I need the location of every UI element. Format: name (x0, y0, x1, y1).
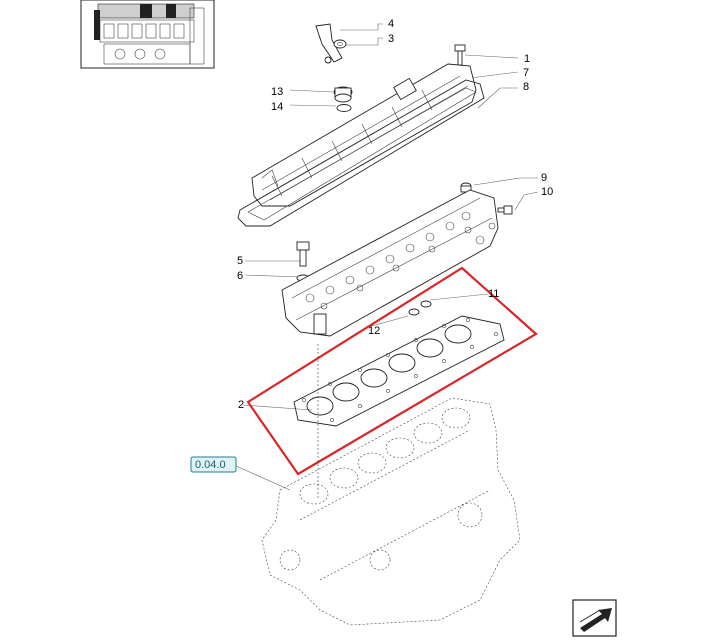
thumbnail-engine-sketch (94, 3, 205, 65)
callout-3[interactable]: 3 (388, 33, 394, 45)
reference-tag[interactable]: 0.04.0 (190, 456, 237, 473)
valve-cover-ribs (271, 89, 433, 197)
callout-6[interactable]: 6 (237, 270, 243, 282)
valve-cover-gasket[interactable] (237, 79, 485, 227)
gasket-bolt-holes (302, 318, 498, 422)
cylinder-head-gasket[interactable] (293, 315, 505, 427)
callout-13[interactable]: 13 (271, 86, 283, 98)
washer-part[interactable] (333, 39, 347, 49)
callout-8[interactable]: 8 (523, 81, 529, 93)
callout-2[interactable]: 2 (238, 399, 244, 411)
callout-4[interactable]: 4 (388, 18, 394, 30)
callout-labels: 4 3 1 7 8 13 14 9 10 5 6 11 12 2 (237, 18, 553, 411)
bracket-part[interactable] (315, 23, 343, 64)
callout-11[interactable]: 11 (488, 288, 499, 300)
head-bolt[interactable] (296, 241, 310, 267)
svg-text:0.04.0: 0.04.0 (195, 459, 226, 471)
engine-block[interactable] (261, 344, 521, 626)
callout-7[interactable]: 7 (523, 67, 529, 79)
arrow-back-icon[interactable] (572, 599, 617, 637)
highlight-frame (246, 266, 538, 476)
o-ring[interactable] (336, 104, 352, 112)
callout-1[interactable]: 1 (524, 53, 530, 65)
callout-12[interactable]: 12 (368, 325, 380, 337)
leader-lines (235, 23, 539, 491)
callout-10[interactable]: 10 (541, 186, 553, 198)
overview-thumbnail[interactable] (80, 0, 215, 69)
small-washer[interactable] (408, 308, 420, 316)
valve-cover[interactable] (251, 63, 477, 207)
callout-14[interactable]: 14 (271, 101, 283, 113)
side-bolt[interactable] (497, 205, 513, 215)
oil-filler-cap[interactable] (333, 86, 353, 103)
cylinder-head[interactable] (281, 189, 499, 337)
cover-bolt[interactable] (454, 44, 466, 66)
valve-springs (305, 211, 472, 310)
small-seal[interactable] (420, 300, 432, 308)
callout-9[interactable]: 9 (541, 172, 547, 184)
callout-5[interactable]: 5 (237, 255, 243, 267)
